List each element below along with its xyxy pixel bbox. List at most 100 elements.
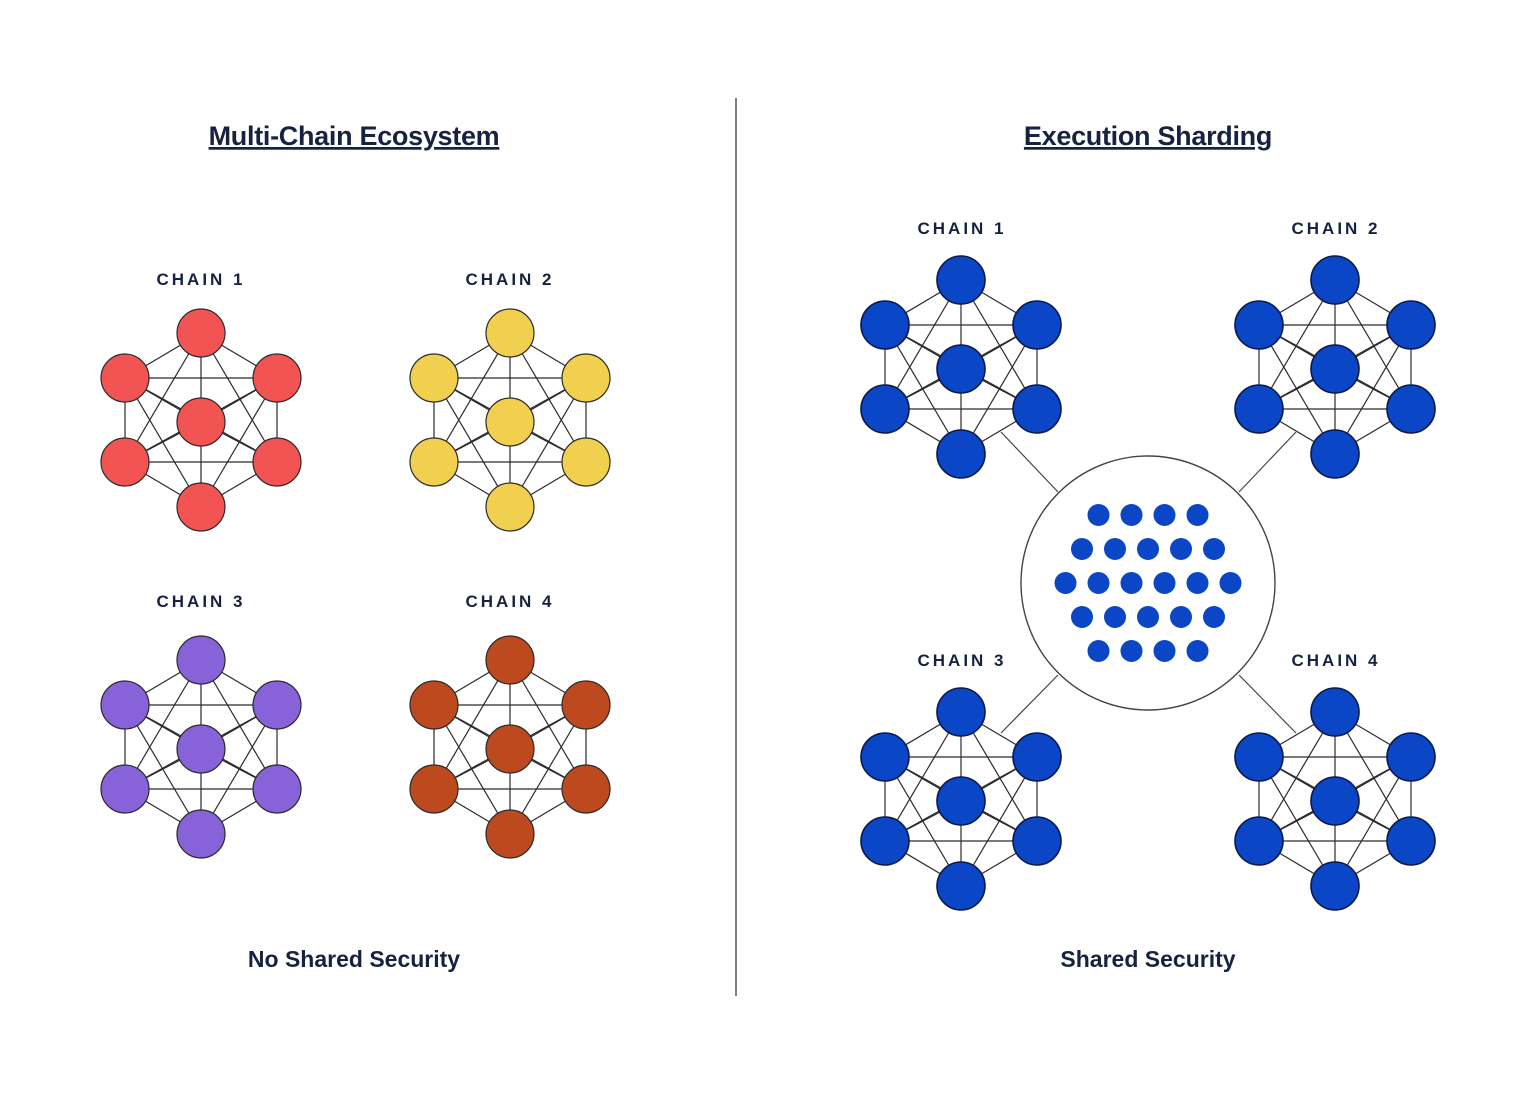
right-chain-2-node bbox=[1310, 255, 1360, 305]
left-chain-2-edge bbox=[509, 332, 587, 463]
left-chain-3-edge bbox=[124, 659, 202, 790]
right-chain-1-node bbox=[860, 384, 910, 434]
left-chain-1-node bbox=[176, 397, 226, 447]
right-chain-4-node bbox=[1310, 687, 1360, 737]
hub-validator-dot bbox=[1153, 572, 1176, 594]
hub-validator-dot bbox=[1186, 640, 1209, 662]
left-chain-2-node bbox=[485, 482, 535, 532]
hub-circle bbox=[1020, 455, 1276, 711]
left-chain-4-node bbox=[409, 764, 459, 814]
hub-validator-dot bbox=[1219, 572, 1242, 594]
right-chain-3-node bbox=[860, 732, 910, 782]
hub-validator-dot bbox=[1186, 504, 1209, 526]
left-chain-3-node bbox=[176, 724, 226, 774]
hub-validator-dot bbox=[1120, 572, 1143, 594]
hub-validator-dot bbox=[1170, 538, 1192, 560]
left-chain-2-node bbox=[485, 308, 535, 358]
left-chain-3-node bbox=[100, 680, 150, 730]
right-chain-4-node bbox=[1310, 861, 1360, 911]
right-chain-3-node bbox=[936, 687, 986, 737]
right-chain-3-node bbox=[1012, 732, 1062, 782]
hub-validator-dot bbox=[1104, 606, 1126, 628]
left-chain-2-node bbox=[561, 353, 611, 403]
left-panel: Multi-Chain Ecosystem CHAIN 1 CHAIN 2 CH… bbox=[100, 121, 611, 972]
left-chain-1-node bbox=[100, 437, 150, 487]
hub-validator-dot bbox=[1203, 606, 1225, 628]
left-chain-2-node bbox=[485, 397, 535, 447]
left-chain-4-node bbox=[485, 724, 535, 774]
hub-validator-dot bbox=[1120, 504, 1143, 526]
left-chain-1-node bbox=[252, 353, 302, 403]
shared-security-hub bbox=[1020, 455, 1276, 711]
right-chain-3-node bbox=[1012, 816, 1062, 866]
right-chain-4-node bbox=[1386, 732, 1436, 782]
left-chain-2-node bbox=[409, 353, 459, 403]
hub-connector-chain-2 bbox=[1238, 431, 1297, 493]
right-chain-2-label: CHAIN 2 bbox=[1291, 219, 1380, 238]
right-chain-1-edge bbox=[960, 279, 1038, 410]
left-chain-4-node bbox=[485, 635, 535, 685]
right-chain-4-edge bbox=[1334, 711, 1412, 842]
right-chain-2-node bbox=[1234, 384, 1284, 434]
right-chain-4-edge bbox=[1258, 711, 1336, 842]
left-chain-3-edge bbox=[200, 659, 278, 790]
right-chain-2-edge bbox=[1334, 279, 1412, 410]
left-chain-3-graph bbox=[100, 635, 302, 859]
right-chain-1-label: CHAIN 1 bbox=[917, 219, 1006, 238]
hub-validator-dot bbox=[1087, 640, 1110, 662]
left-chain-4-node bbox=[485, 809, 535, 859]
right-chain-3-edge bbox=[884, 711, 962, 842]
left-chain-2-edge bbox=[433, 332, 511, 463]
right-chain-2-node bbox=[1310, 344, 1360, 394]
left-chain-graphs bbox=[100, 308, 611, 859]
left-chain-1-graph bbox=[100, 308, 302, 532]
right-chain-2-node bbox=[1234, 300, 1284, 350]
right-chain-4-node bbox=[1234, 816, 1284, 866]
right-chain-1-node bbox=[860, 300, 910, 350]
right-chain-graphs bbox=[860, 255, 1436, 911]
right-chain-2-graph bbox=[1234, 255, 1436, 479]
right-chain-1-node bbox=[1012, 300, 1062, 350]
left-chain-4-label: CHAIN 4 bbox=[465, 592, 554, 611]
left-chain-4-node bbox=[561, 764, 611, 814]
hub-validator-dot bbox=[1170, 606, 1192, 628]
right-chain-1-node bbox=[936, 255, 986, 305]
left-chain-3-node bbox=[100, 764, 150, 814]
left-chain-3-node bbox=[252, 764, 302, 814]
left-chain-2-label: CHAIN 2 bbox=[465, 270, 554, 289]
right-chain-1-graph bbox=[860, 255, 1062, 479]
hub-connector-chain-1 bbox=[1000, 431, 1059, 493]
left-chain-4-edge bbox=[509, 659, 587, 790]
left-chain-4-graph bbox=[409, 635, 611, 859]
hub-validator-dot bbox=[1087, 572, 1110, 594]
hub-validator-dot bbox=[1104, 538, 1126, 560]
right-chain-4-graph bbox=[1234, 687, 1436, 911]
left-chain-3-node bbox=[176, 809, 226, 859]
left-chain-2-node bbox=[409, 437, 459, 487]
right-chain-3-node bbox=[936, 861, 986, 911]
right-panel-title: Execution Sharding bbox=[1024, 121, 1272, 151]
left-chain-1-node bbox=[176, 482, 226, 532]
left-chain-1-edge bbox=[200, 332, 278, 463]
left-chain-3-node bbox=[176, 635, 226, 685]
left-panel-title: Multi-Chain Ecosystem bbox=[209, 121, 500, 151]
right-chain-3-edge bbox=[960, 711, 1038, 842]
hub-validator-dot bbox=[1087, 504, 1110, 526]
right-chain-3-node bbox=[936, 776, 986, 826]
right-panel: Execution Sharding CHAIN 1 CHAIN 2 CHAIN… bbox=[860, 121, 1436, 972]
left-chain-4-node bbox=[561, 680, 611, 730]
right-chain-1-node bbox=[936, 344, 986, 394]
left-chain-4-edge bbox=[433, 659, 511, 790]
hub-validator-dot bbox=[1203, 538, 1225, 560]
right-chain-3-node bbox=[860, 816, 910, 866]
right-chain-3-label: CHAIN 3 bbox=[917, 651, 1006, 670]
left-panel-footer: No Shared Security bbox=[248, 946, 460, 972]
right-chain-1-node bbox=[936, 429, 986, 479]
hub-validator-dot bbox=[1054, 572, 1077, 594]
hub-validator-dot bbox=[1071, 606, 1093, 628]
right-chain-4-label: CHAIN 4 bbox=[1291, 651, 1380, 670]
left-chain-1-node bbox=[176, 308, 226, 358]
right-chain-1-node bbox=[1012, 384, 1062, 434]
left-chain-2-graph bbox=[409, 308, 611, 532]
right-panel-footer: Shared Security bbox=[1060, 946, 1235, 972]
